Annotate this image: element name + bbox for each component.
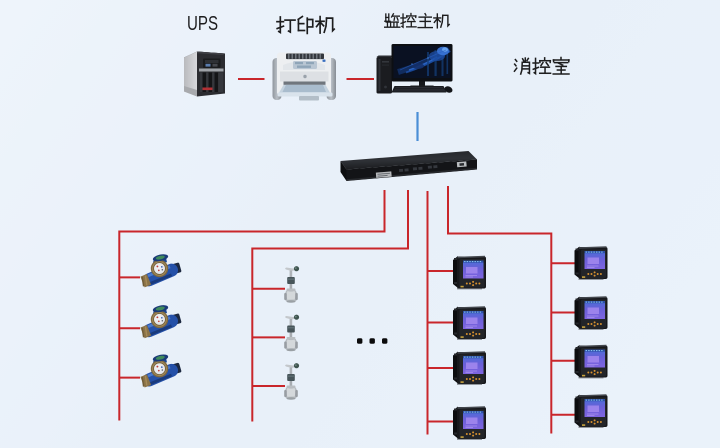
svg-text:UPS: UPS <box>187 12 218 35</box>
